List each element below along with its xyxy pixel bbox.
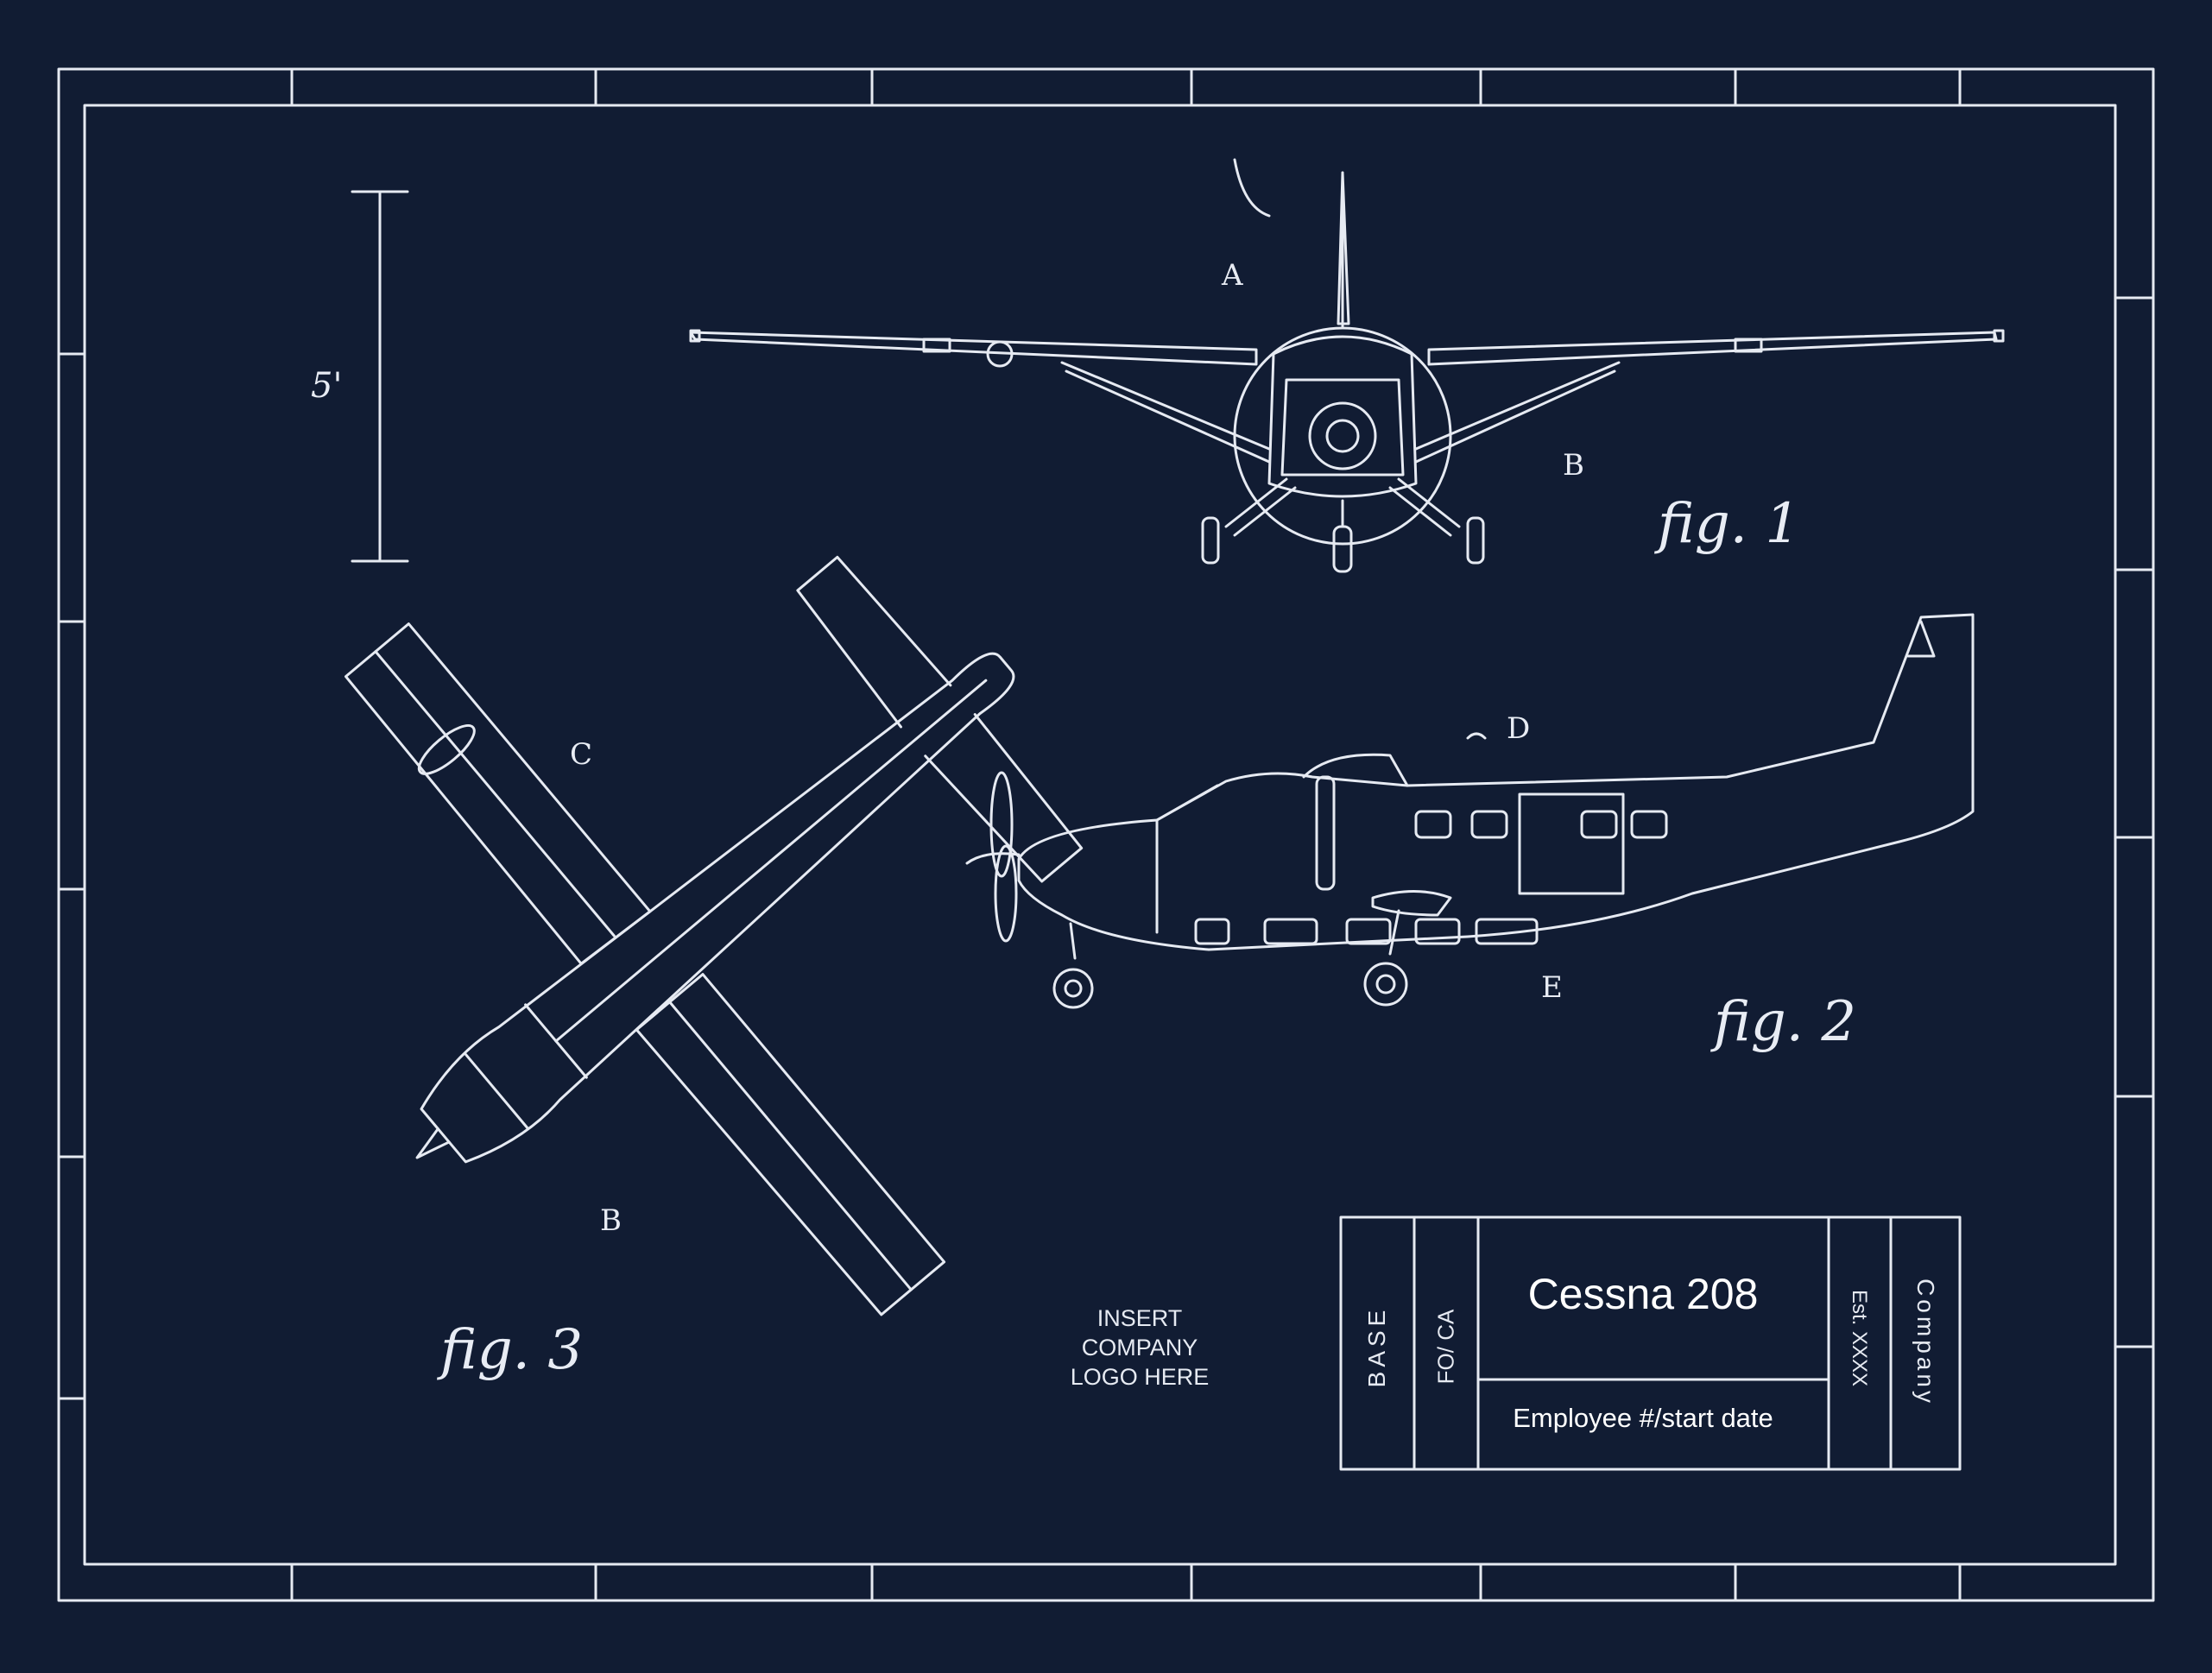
side-view-aircraft [965,613,1975,1009]
inner-border [83,104,2117,1566]
established-label: Est. XXXX [1848,1289,1871,1387]
outer-border [57,67,2155,1602]
company-label: Company [1912,1278,1939,1406]
callout-b-front: B [1563,448,1584,483]
border-ticks [57,67,2155,1602]
callout-b-top: B [600,1203,622,1238]
title-block-frame [1339,1215,1962,1471]
logo-line: COMPANY [1081,1335,1198,1360]
callout-e: E [1541,970,1563,1005]
callout-d: D [1507,711,1530,746]
employee-line: Employee #/start date [1513,1403,1773,1433]
logo-line: LOGO HERE [1070,1364,1210,1390]
base-label: BASE [1363,1305,1390,1388]
scale-label: 5' [311,366,342,406]
logo-line: INSERT [1097,1305,1183,1331]
fig2-label: fig. 2 [1710,990,1856,1054]
callout-c: C [570,737,592,772]
callout-a: A [1221,258,1243,293]
aircraft-title: Cessna 208 [1527,1270,1759,1318]
fig1-label: fig. 1 [1654,492,1800,556]
fig3-label: fig. 3 [437,1318,583,1382]
logo-placeholder: INSERT COMPANY LOGO HERE [1036,1304,1243,1392]
scale-bar [351,190,409,563]
role-label: FO/ CA [1432,1309,1459,1385]
title-block: BASE FO/ CA Cessna 208 Employee #/start … [1341,1217,1960,1469]
front-view-aircraft [689,158,2005,573]
top-view-aircraft [344,555,1084,1316]
